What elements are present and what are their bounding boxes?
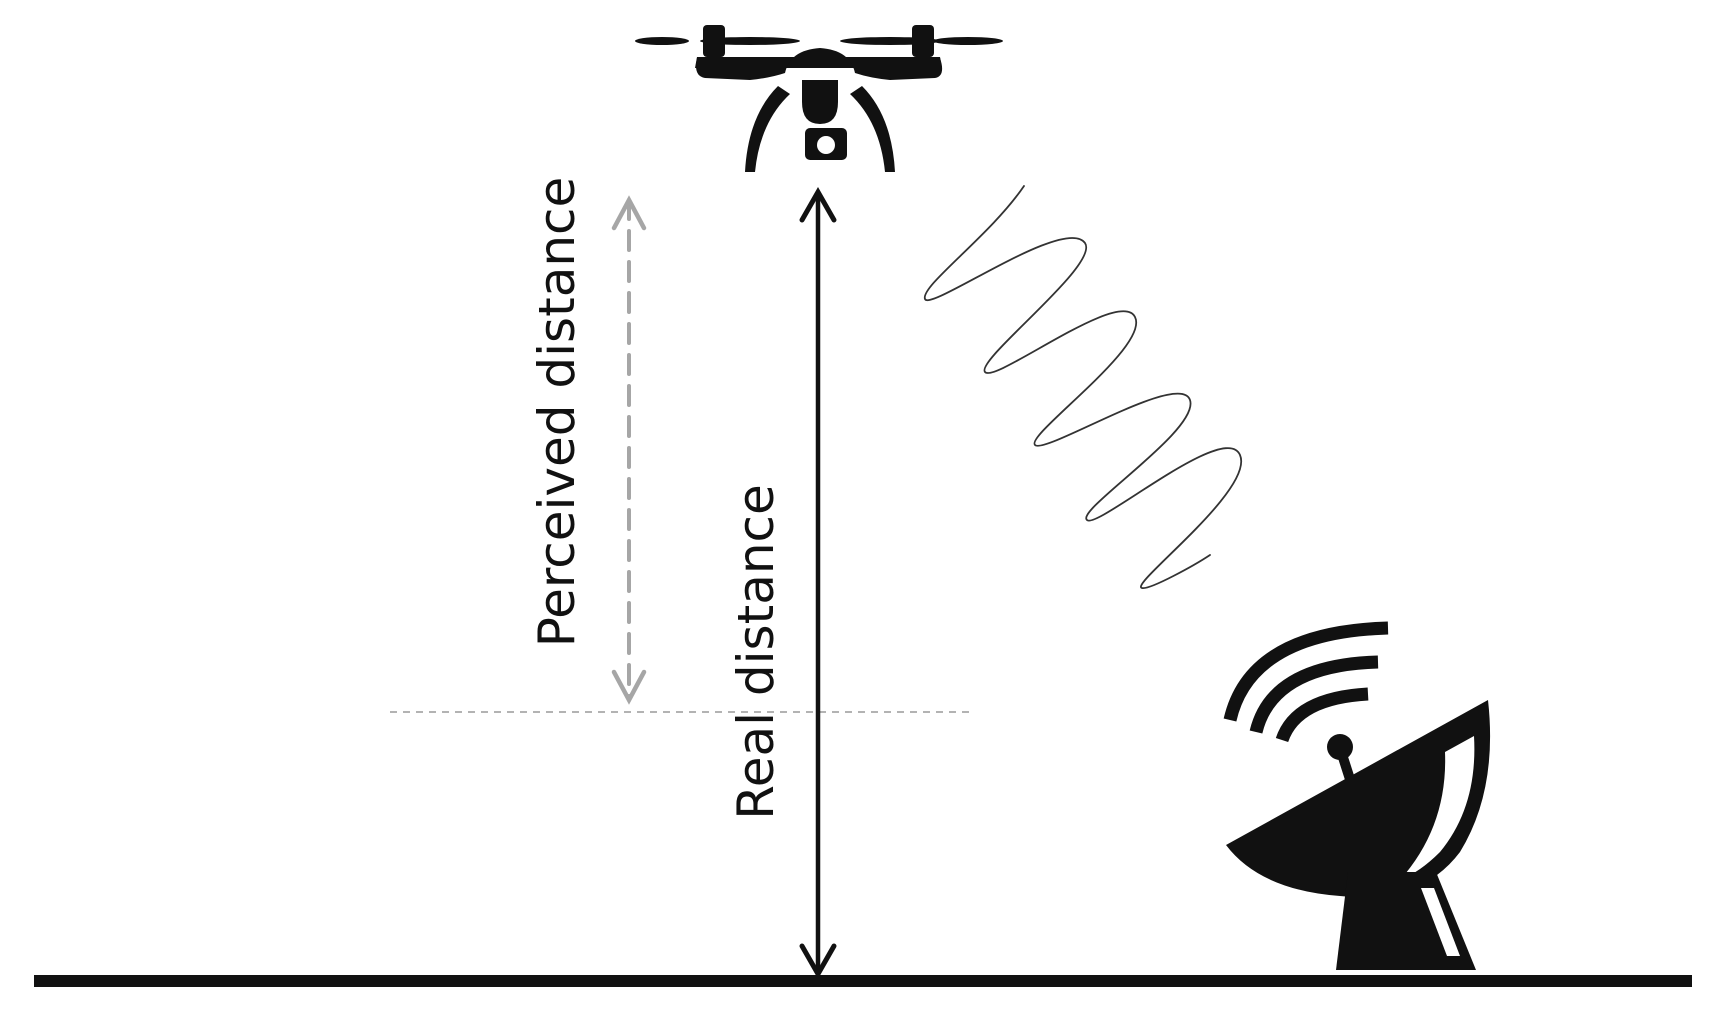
perceived-distance-arrow [611, 195, 647, 705]
drone-camera-lens [817, 136, 835, 154]
ground-line [34, 975, 1692, 987]
real-distance-arrow [799, 186, 837, 980]
perceived-distance-label: Perceived distance [528, 177, 586, 648]
drone-icon [635, 25, 1003, 172]
signal-wave-icon [924, 185, 1243, 589]
satellite-dish-icon [1223, 621, 1491, 970]
real-distance-label: Real distance [727, 484, 785, 820]
